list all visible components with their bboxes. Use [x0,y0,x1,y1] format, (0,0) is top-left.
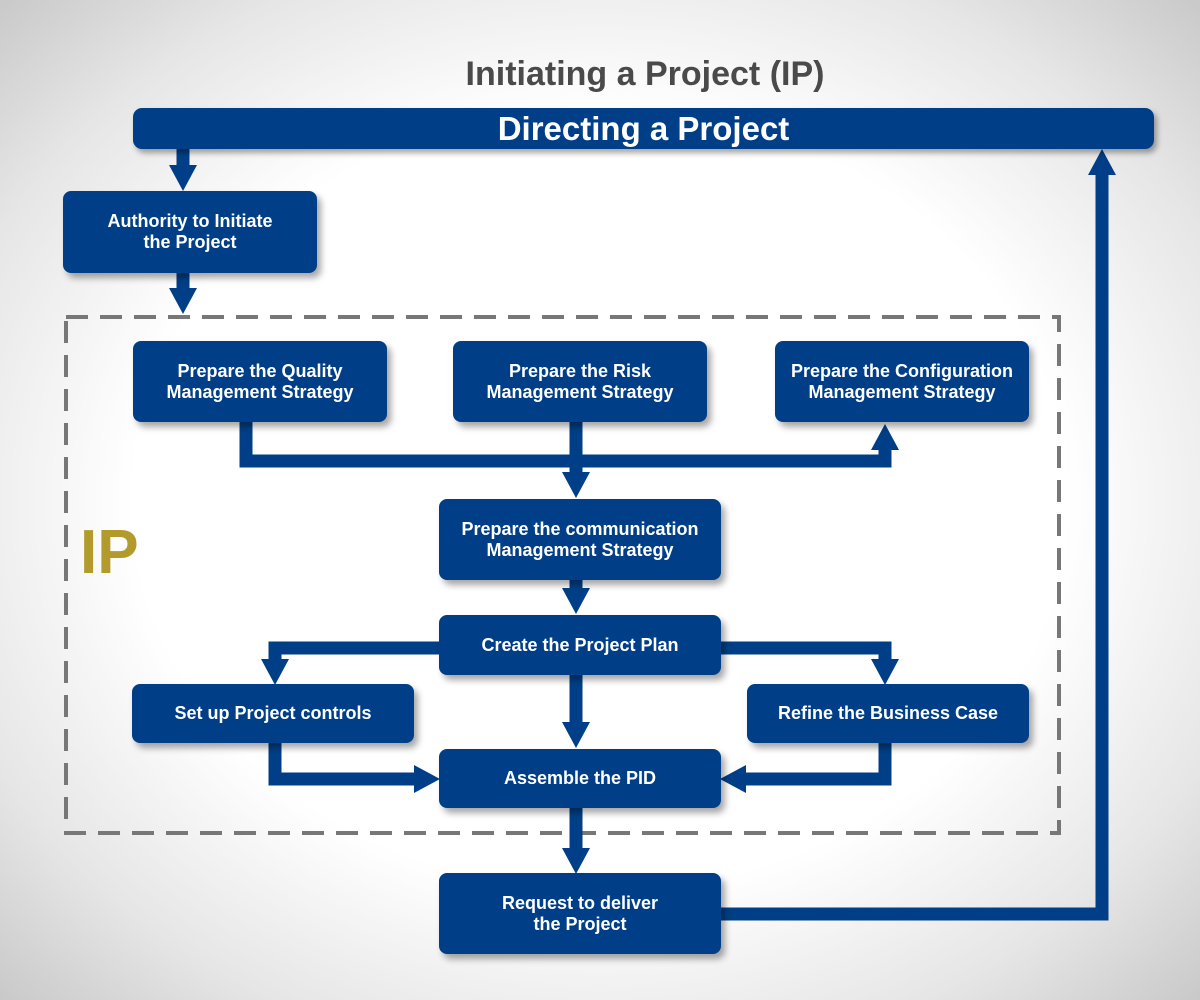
arrow-business-case-to-pid [720,743,892,793]
project-plan-box: Create the Project Plan [439,615,721,675]
arrow-request-to-banner [720,149,1116,921]
page-title: Initiating a Project (IP) [465,55,825,93]
communication-strategy-box: Prepare the communication Management Str… [439,499,721,580]
authority-to-initiate-box: Authority to Initiate the Project [63,191,317,273]
arrow-junction-to-configuration [576,424,899,468]
quality-strategy-box: Prepare the Quality Management Strategy [133,341,387,422]
ip-region-border [64,315,1061,835]
arrow-plan-to-business-case [720,641,899,685]
request-to-deliver-box: Request to deliver the Project [439,873,721,954]
ip-region-label: IP [80,518,139,587]
configuration-strategy-box: Prepare the Configuration Management Str… [775,341,1029,422]
connector-quality-to-junction [239,422,576,468]
arrow-controls-to-pid [268,743,440,793]
risk-strategy-box: Prepare the Risk Management Strategy [453,341,707,422]
business-case-box: Refine the Business Case [747,684,1029,743]
directing-a-project-banner: Directing a Project [133,108,1154,149]
assemble-pid-box: Assemble the PID [439,749,721,808]
project-controls-box: Set up Project controls [132,684,414,743]
arrow-plan-to-controls [261,641,440,685]
